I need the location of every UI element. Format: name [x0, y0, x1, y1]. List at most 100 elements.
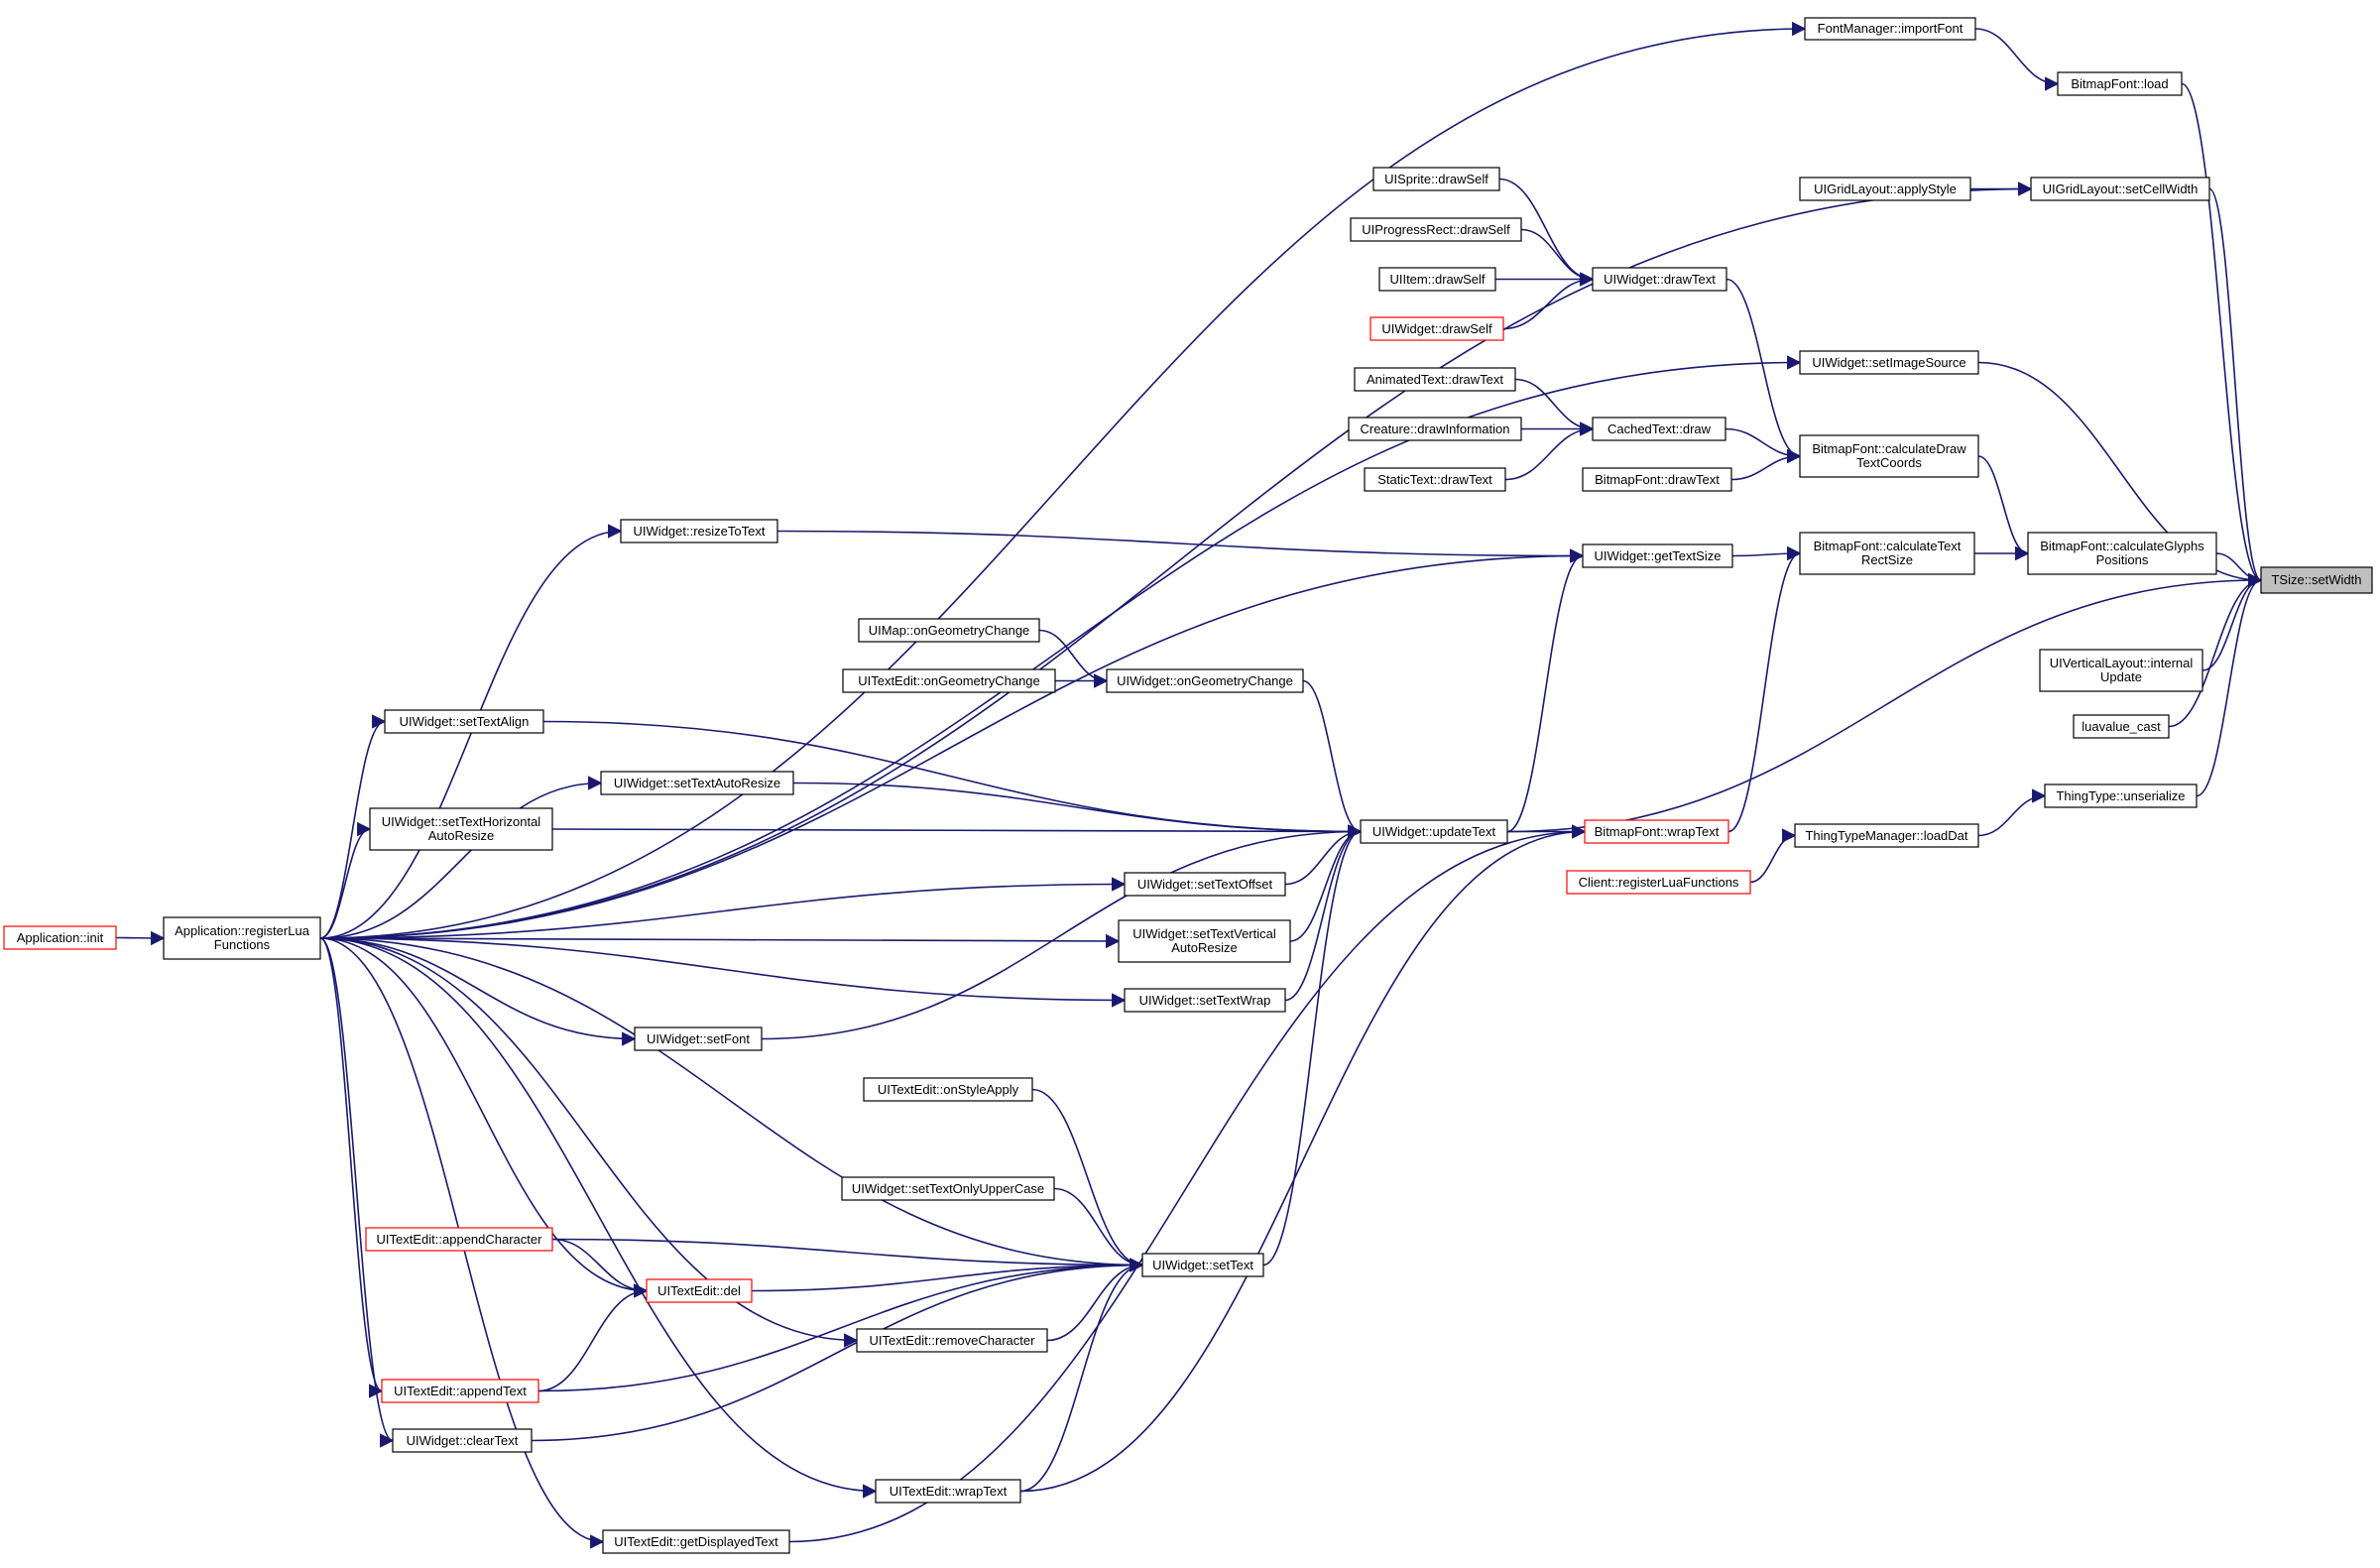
node-n11[interactable]: AnimatedText::drawText — [1366, 371, 1503, 387]
node-box-n2 — [2057, 71, 2183, 96]
node-n3[interactable]: UIGridLayout::applyStyle — [1814, 181, 1957, 196]
node-n20[interactable]: BitmapFont::calculateGlyphs Positions — [2040, 539, 2204, 567]
edge-n37-n1 — [319, 21, 1807, 939]
node-n38[interactable]: UIWidget::setTextVertical AutoResize — [1132, 926, 1276, 955]
edge-n40-n31 — [761, 824, 1363, 1040]
node-n7[interactable]: UIItem::drawSelf — [1389, 271, 1486, 287]
node-box-n50 — [602, 1529, 790, 1554]
edge-n37-n35 — [319, 877, 1127, 939]
node-box-n24 — [2044, 784, 2198, 808]
edge-n15-n16 — [1730, 448, 1802, 481]
node-n28[interactable]: UIWidget::setTextAlign — [399, 713, 530, 729]
node-n40[interactable]: UIWidget::setFont — [646, 1030, 751, 1046]
node-box-n8 — [1369, 316, 1504, 341]
edge-n32-n19 — [1727, 545, 1802, 833]
node-box-n1 — [1804, 17, 1976, 41]
node-box-n11 — [1354, 367, 1516, 392]
node-n47[interactable]: UITextEdit::appendText — [394, 1383, 527, 1398]
node-n30[interactable]: UIWidget::setTextHorizontal AutoResize — [381, 814, 541, 843]
node-n31[interactable]: UIWidget::updateText — [1371, 823, 1496, 839]
node-n22[interactable]: UIVerticalLayout::internal Update — [2049, 656, 2194, 684]
node-n33[interactable]: ThingTypeManager::loadDat — [1805, 827, 1968, 843]
node-n26[interactable]: UITextEdit::onGeometryChange — [858, 672, 1040, 688]
node-n2[interactable]: BitmapFont::load — [2071, 75, 2169, 91]
edge-n44-n31 — [1262, 824, 1363, 1266]
node-n48[interactable]: UIWidget::clearText — [406, 1432, 519, 1448]
edge-n48-n44 — [531, 1258, 1144, 1442]
node-n37[interactable]: Application::registerLua Functions — [175, 923, 309, 952]
node-box-n48 — [392, 1428, 533, 1453]
node-n29[interactable]: UIWidget::setTextAutoResize — [613, 775, 781, 790]
node-box-n19 — [1799, 532, 1975, 575]
edge-n37-n48 — [319, 937, 395, 1448]
node-n4[interactable]: UIGridLayout::setCellWidth — [2042, 181, 2199, 196]
edge-n16-n20 — [1977, 455, 2030, 561]
node-n50[interactable]: UITextEdit::getDisplayedText — [614, 1533, 778, 1549]
node-box-n7 — [1378, 267, 1496, 292]
edge-n37-n4 — [319, 181, 2033, 939]
node-box-n14 — [1592, 417, 1726, 441]
edge-n45-n44 — [751, 1258, 1144, 1292]
node-n16[interactable]: BitmapFont::calculateDraw TextCoords — [1812, 441, 1966, 470]
node-n1[interactable]: FontManager::importFont — [1817, 21, 1964, 36]
edge-n8-n9 — [1502, 272, 1595, 330]
node-box-n32 — [1584, 819, 1729, 844]
node-n41[interactable]: UITextEdit::onStyleApply — [877, 1081, 1019, 1097]
node-n27[interactable]: UIWidget::onGeometryChange — [1117, 672, 1293, 688]
node-n10[interactable]: UIWidget::setImageSource — [1812, 354, 1966, 370]
nodes-layer — [3, 17, 2373, 1554]
node-n19[interactable]: BitmapFont::calculateText RectSize — [1813, 539, 1962, 567]
node-n49[interactable]: UITextEdit::wrapText — [889, 1483, 1008, 1499]
node-box-n10 — [1799, 350, 1979, 375]
node-n12[interactable]: Creature::drawInformation — [1360, 421, 1510, 436]
node-n36[interactable]: Application::init — [16, 929, 104, 945]
edge-n23-n21 — [2168, 572, 2263, 728]
edge-n36-n37 — [115, 930, 166, 946]
node-n34[interactable]: Client::registerLuaFunctions — [1578, 874, 1739, 890]
node-n45[interactable]: UITextEdit::del — [657, 1282, 741, 1298]
node-n6[interactable]: UIProgressRect::drawSelf — [1362, 221, 1510, 237]
edges-layer — [115, 21, 2263, 1549]
node-box-n6 — [1350, 217, 1522, 242]
node-box-n25 — [858, 618, 1040, 643]
node-n24[interactable]: ThingType::unserialize — [2056, 787, 2186, 803]
node-box-n26 — [842, 668, 1056, 693]
node-n39[interactable]: UIWidget::setTextWrap — [1138, 992, 1271, 1008]
edge-n37-n17 — [319, 524, 623, 939]
node-n17[interactable]: UIWidget::resizeToText — [633, 523, 766, 539]
node-n32[interactable]: BitmapFont::wrapText — [1594, 823, 1720, 839]
node-box-n30 — [369, 807, 553, 851]
node-n14[interactable]: CachedText::draw — [1606, 421, 1712, 436]
edge-n27-n31 — [1302, 679, 1363, 839]
node-n5[interactable]: UISprite::drawSelf — [1384, 171, 1488, 186]
node-n21[interactable]: TSize::setWidth — [2271, 572, 2362, 587]
node-box-n46 — [856, 1328, 1048, 1353]
node-n42[interactable]: UIWidget::setTextOnlyUpperCase — [851, 1180, 1045, 1196]
node-box-n29 — [600, 771, 794, 795]
edge-n41-n44 — [1031, 1088, 1144, 1272]
node-n18[interactable]: UIWidget::getTextSize — [1594, 547, 1722, 563]
edge-n37-n47 — [319, 937, 384, 1398]
node-box-n34 — [1566, 870, 1751, 895]
node-box-n21 — [2260, 566, 2373, 594]
node-n43[interactable]: UITextEdit::appendCharacter — [376, 1231, 542, 1247]
edge-n49-n32 — [1019, 824, 1587, 1493]
node-box-n36 — [3, 925, 117, 950]
node-n35[interactable]: UIWidget::setTextOffset — [1136, 876, 1273, 892]
node-box-n39 — [1124, 988, 1286, 1013]
node-n44[interactable]: UIWidget::setText — [1152, 1257, 1253, 1272]
node-box-n16 — [1799, 434, 1979, 478]
node-box-n43 — [365, 1227, 553, 1252]
node-box-n4 — [2030, 177, 2210, 201]
edge-n4-n21 — [2208, 187, 2263, 587]
node-n25[interactable]: UIMap::onGeometryChange — [868, 622, 1030, 638]
node-n46[interactable]: UITextEdit::removeCharacter — [869, 1332, 1035, 1348]
node-n8[interactable]: UIWidget::drawSelf — [1381, 320, 1492, 336]
edge-n42-n44 — [1053, 1187, 1144, 1272]
edge-n46-n44 — [1046, 1258, 1144, 1342]
node-n15[interactable]: BitmapFont::drawText — [1595, 471, 1720, 487]
node-box-n13 — [1364, 467, 1506, 492]
node-n23[interactable]: luavalue_cast — [2082, 718, 2161, 734]
node-n9[interactable]: UIWidget::drawText — [1604, 271, 1716, 287]
node-n13[interactable]: StaticText::drawText — [1377, 471, 1492, 487]
